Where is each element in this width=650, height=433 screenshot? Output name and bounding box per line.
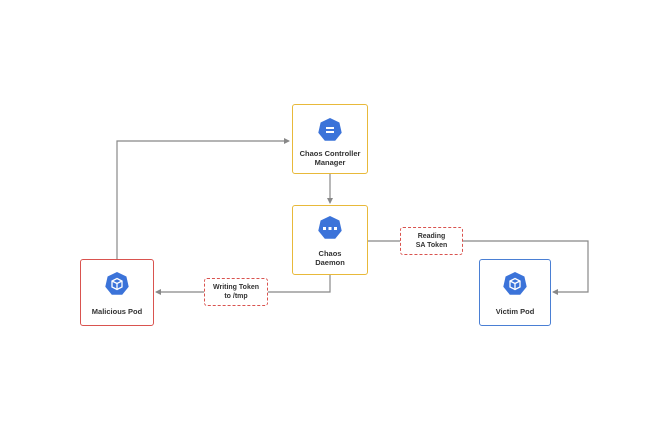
controller-label-line2: Manager (314, 158, 346, 167)
writing-label-line1: Writing Token (212, 284, 260, 291)
controller-label-line1: Chaos Controller (299, 149, 361, 158)
kubernetes-pod-icon (104, 271, 130, 297)
daemon-label-line2: Daemon (315, 258, 345, 267)
kubernetes-pod-icon (317, 215, 343, 241)
reading-token-edge-label: Reading SA Token (400, 227, 463, 255)
chaos-daemon-node[interactable]: Chaos Daemon (292, 205, 368, 275)
reading-label-line1: Reading (417, 233, 446, 240)
malicious-pod-node[interactable]: Malicious Pod (80, 259, 154, 326)
victim-pod-node[interactable]: Victim Pod (479, 259, 551, 326)
kubernetes-pod-icon (502, 271, 528, 297)
victim-pod-label: Victim Pod (495, 307, 535, 316)
daemon-label-line1: Chaos (318, 249, 342, 258)
chaos-controller-manager-node[interactable]: Chaos Controller Manager (292, 104, 368, 174)
malicious-pod-label: Malicious Pod (91, 307, 143, 316)
writing-token-edge-label: Writing Token to /tmp (204, 278, 268, 306)
edge-daemon-to-victim (368, 240, 589, 295)
reading-label-line2: SA Token (415, 242, 448, 249)
kubernetes-pod-icon (317, 117, 343, 143)
edge-malicious-to-controller (116, 138, 290, 259)
writing-label-line2: to /tmp (224, 293, 248, 300)
